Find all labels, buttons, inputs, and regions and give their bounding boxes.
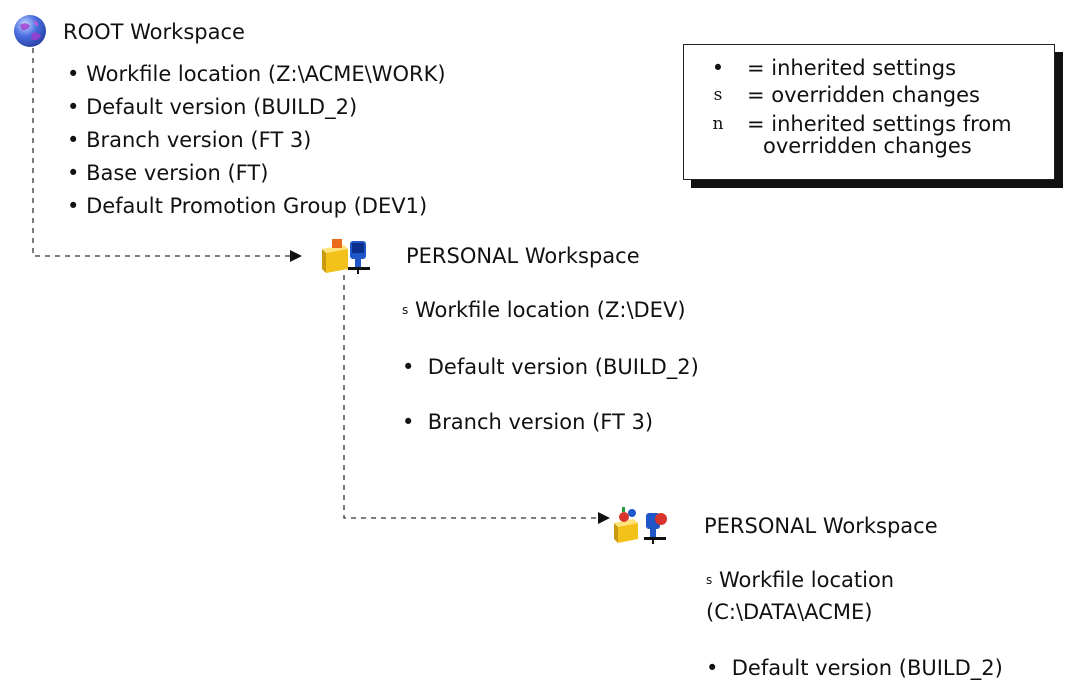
personal1-setting-workfile: Workfile location (Z:\DEV) [414,298,686,322]
overridden-bullet: s [706,573,713,587]
root-setting-item: • Default version (BUILD_2) [67,95,357,119]
root-setting-item: • Workfile location (Z:\ACME\WORK) [67,62,446,86]
inherited-bullet: • [67,95,80,119]
legend-text-overridden: = overridden changes [747,83,980,107]
root-setting-workfile: Workfile location (Z:\ACME\WORK) [86,62,446,86]
root-setting-item: • Default Promotion Group (DEV1) [67,194,427,218]
desk-users-icon [612,505,676,545]
personal2-setting-default-version: Default version (BUILD_2) [731,656,1003,680]
inherited-bullet: • [67,194,80,218]
personal1-setting-default-version: Default version (BUILD_2) [427,355,699,379]
inherited-bullet: • [67,62,80,86]
personal1-setting-item: • Default version (BUILD_2) [402,355,699,379]
personal1-setting-branch-version: Branch version (FT 3) [427,410,654,434]
root-setting-item: • Branch version (FT 3) [67,128,311,152]
root-setting-base-version: Base version (FT) [86,161,269,185]
inherited-bullet: • [402,355,415,379]
personal1-workspace-title: PERSONAL Workspace [406,244,640,268]
personal2-setting-workfile-path: (C:\DATA\ACME) [706,600,873,624]
root-setting-item: • Base version (FT) [67,161,268,185]
legend-symbol-inherited: • [711,56,725,80]
personal2-setting-workfile: Workfile location [718,568,895,592]
legend-symbol-inherited-from-overridden: n [712,114,724,134]
root-setting-branch-version: Branch version (FT 3) [86,128,312,152]
personal2-setting-item: • Default version (BUILD_2) [706,656,1003,680]
legend-symbol-overridden: s [713,85,723,105]
personal1-setting-item: s Workfile location (Z:\DEV) [402,298,686,322]
legend-text-inherited: = inherited settings [747,56,957,80]
inherited-bullet: • [67,161,80,185]
personal1-to-personal2-connector [343,275,600,519]
desk-user-icon [318,235,374,275]
personal2-workspace-title: PERSONAL Workspace [704,514,938,538]
inherited-bullet: • [67,128,80,152]
personal1-setting-item: • Branch version (FT 3) [402,410,653,434]
root-setting-default-version: Default version (BUILD_2) [86,95,358,119]
arrow-head-personal1 [290,250,302,262]
legend-text-continuation: overridden changes [763,134,972,158]
inherited-bullet: • [706,656,719,680]
overridden-bullet: s [402,303,409,317]
root-workspace-title: ROOT Workspace [63,20,245,44]
legend-box: • = inherited settings s = overridden ch… [683,44,1055,180]
arrow-head-personal2 [598,512,610,524]
root-setting-promotion-group: Default Promotion Group (DEV1) [86,194,428,218]
personal2-setting-continuation: (C:\DATA\ACME) [706,600,872,624]
personal2-setting-item: s Workfile location [706,568,894,592]
legend-text-inherited-from-overridden: = inherited settings from [747,112,1012,136]
globe-icon [12,13,48,49]
inherited-bullet: • [402,410,415,434]
